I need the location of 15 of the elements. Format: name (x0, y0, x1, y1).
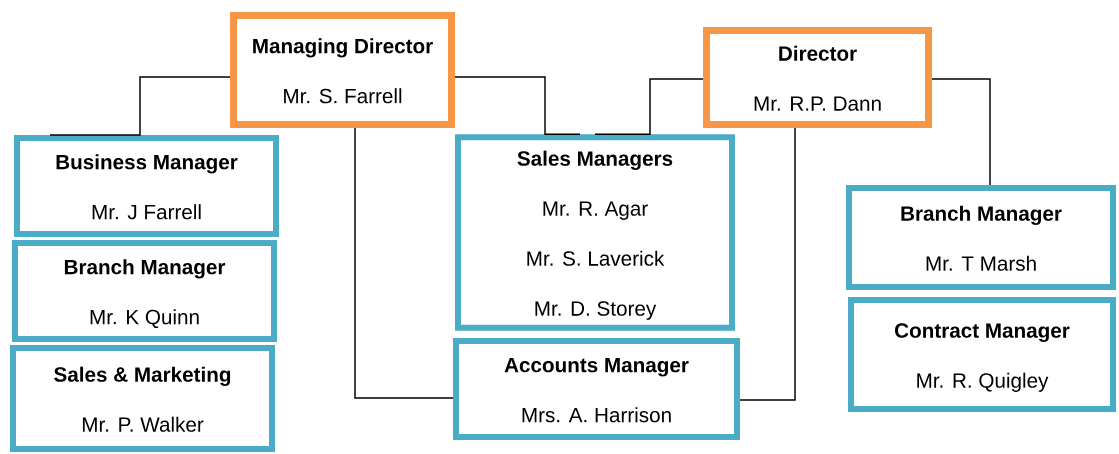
org-box: Sales Managers Mr. R. Agar Mr. S. Laverick Mr. D. Storey (455, 134, 735, 331)
org-box: Sales & Marketing Mr. P. Walker (10, 345, 275, 452)
connector-line (739, 127, 796, 401)
org-box: Director Mr. R.P. Dann (703, 27, 932, 128)
org-box: Branch Manager Mr. T Marsh (846, 185, 1116, 290)
connector-line (931, 78, 991, 186)
connector-line (454, 76, 581, 135)
org-box: Accounts Manager Mrs. A. Harrison (453, 338, 740, 440)
org-box: Managing Director Mr. S. Farrell (230, 12, 455, 128)
connector-line (354, 127, 454, 399)
connector-line (49, 76, 231, 136)
org-box: Contract Manager Mr. R. Quigley (848, 297, 1116, 412)
org-box: Business Manager Mr. J Farrell (14, 135, 279, 237)
org-box: Branch Manager Mr. K Quinn (12, 240, 277, 342)
connector-line (594, 78, 704, 135)
